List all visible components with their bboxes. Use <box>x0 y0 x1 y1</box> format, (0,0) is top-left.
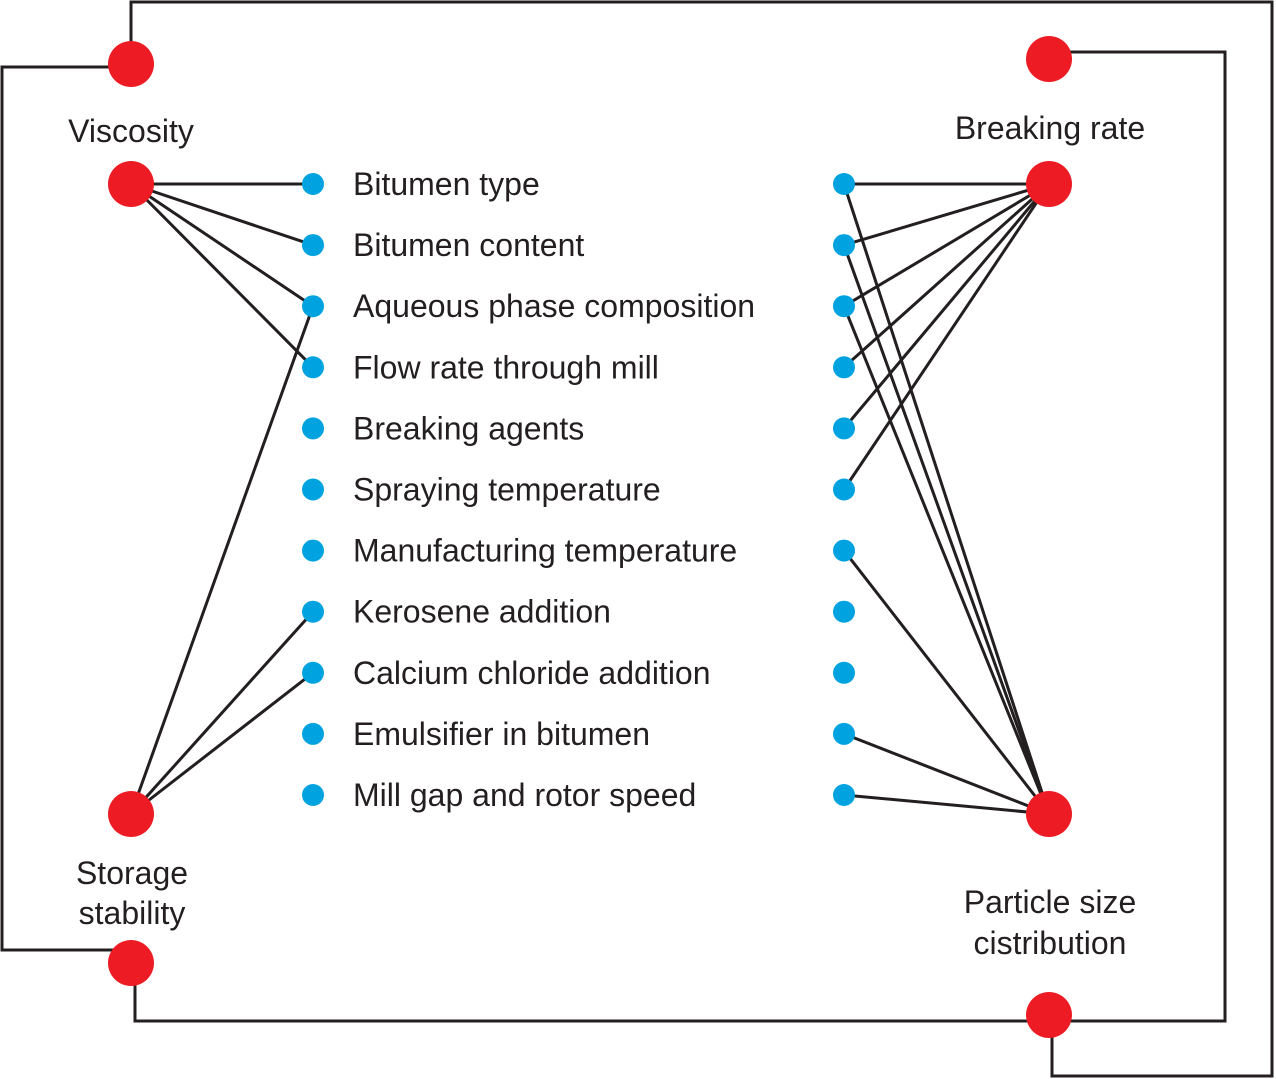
link-lines <box>129 182 1051 816</box>
link-particle-size-to-factor-9 <box>842 732 1051 816</box>
factor-label: Emulsifier in bitumen <box>353 716 650 752</box>
storage-stability-label-line1: Storage <box>76 855 188 891</box>
storage-stability-node <box>108 791 154 837</box>
frame-viscosity-to-particle <box>129 0 1274 1078</box>
factor-label: Breaking agents <box>353 410 584 446</box>
factor-dot-right-1 <box>833 234 855 257</box>
link-particle-size-to-factor-0 <box>842 182 1051 816</box>
particle-size-label-line2: cistribution <box>974 925 1127 961</box>
link-viscosity-to-factor-1 <box>129 182 315 247</box>
viscosity-node <box>108 161 154 207</box>
factor-label: Bitumen type <box>353 166 540 202</box>
factor-dot-left-5 <box>302 478 324 501</box>
breaking-rate-label: Breaking rate <box>955 110 1145 146</box>
storage-stability-label-line2: stability <box>79 895 186 931</box>
frame-viscosity-to-storage <box>0 65 131 952</box>
property-nodes <box>108 36 1072 1038</box>
factor-dot-left-8 <box>302 661 324 684</box>
link-breaking-rate-to-factor-2 <box>842 182 1051 308</box>
link-storage-stability-to-factor-2 <box>129 304 315 816</box>
link-particle-size-to-factor-2 <box>842 304 1051 816</box>
link-particle-size-to-factor-6 <box>842 549 1051 816</box>
viscosity-connector-node <box>108 41 154 87</box>
factor-dots <box>302 173 855 806</box>
particle-size-node <box>1026 791 1072 837</box>
factor-dot-right-5 <box>833 478 855 501</box>
factor-label: Spraying temperature <box>353 472 661 508</box>
frame-storage-to-breaking <box>133 50 1227 1023</box>
factor-label: Calcium chloride addition <box>353 655 711 691</box>
breaking-rate-connector-node <box>1026 36 1072 82</box>
link-particle-size-to-factor-10 <box>842 793 1051 816</box>
breaking-rate-node <box>1026 161 1072 207</box>
factor-label: Manufacturing temperature <box>353 533 737 569</box>
link-particle-size-to-factor-1 <box>842 243 1051 816</box>
factor-dot-right-8 <box>833 661 855 684</box>
link-storage-stability-to-factor-8 <box>129 671 315 816</box>
factor-label: Bitumen content <box>353 227 584 263</box>
factor-label: Mill gap and rotor speed <box>353 777 696 813</box>
particle-size-label-line1: Particle size <box>964 884 1137 920</box>
factor-dot-left-2 <box>302 295 324 318</box>
particle-size-connector-node <box>1026 992 1072 1038</box>
link-viscosity-to-factor-3 <box>129 182 315 369</box>
factor-label: Aqueous phase composition <box>353 288 755 324</box>
factor-dot-left-1 <box>302 234 324 257</box>
factor-dot-right-9 <box>833 722 855 745</box>
factor-dot-left-0 <box>302 173 324 195</box>
factor-dot-left-3 <box>302 356 324 379</box>
link-breaking-rate-to-factor-5 <box>842 182 1051 491</box>
factor-dot-right-0 <box>833 173 855 195</box>
storage-stability-connector-node <box>108 940 154 986</box>
link-storage-stability-to-factor-7 <box>129 610 315 816</box>
factor-dot-left-6 <box>302 539 324 562</box>
link-viscosity-to-factor-2 <box>129 182 315 308</box>
factor-dot-right-2 <box>833 295 855 318</box>
factor-dot-right-7 <box>833 600 855 623</box>
factor-dot-right-6 <box>833 539 855 562</box>
factor-dot-left-10 <box>302 784 324 806</box>
factor-dot-right-10 <box>833 784 855 806</box>
link-breaking-rate-to-factor-1 <box>842 182 1051 247</box>
factor-dot-right-4 <box>833 417 855 440</box>
factor-dot-left-7 <box>302 600 324 623</box>
link-breaking-rate-to-factor-4 <box>842 182 1051 430</box>
viscosity-label: Viscosity <box>68 113 194 149</box>
factor-dot-left-9 <box>302 722 324 745</box>
factor-dot-right-3 <box>833 356 855 379</box>
factor-dot-left-4 <box>302 417 324 440</box>
factor-label: Flow rate through mill <box>353 349 659 385</box>
factor-label: Kerosene addition <box>353 594 611 630</box>
